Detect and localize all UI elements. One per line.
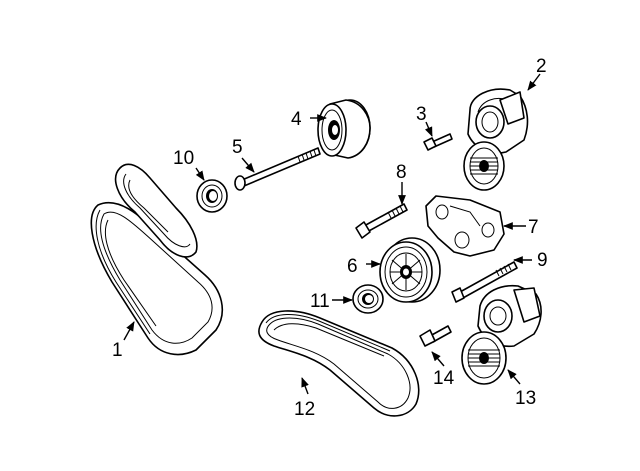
callout-4: 4 [291, 109, 302, 130]
callout-11: 11 [310, 291, 330, 312]
grooved-pulley-6 [379, 237, 441, 303]
callout-labels: 1 2 3 4 5 6 7 8 9 10 11 12 13 14 [112, 56, 548, 420]
leader-lines [123, 73, 541, 395]
long-bolt-5 [234, 147, 321, 191]
leader-12 [301, 377, 309, 395]
callout-14: 14 [433, 368, 455, 389]
serpentine-belt-small [258, 310, 420, 417]
mounting-bracket-7 [425, 195, 505, 257]
small-bolt-14 [419, 325, 452, 347]
leader-1 [123, 321, 135, 341]
callout-10: 10 [173, 148, 194, 169]
callout-8: 8 [396, 162, 407, 183]
leader-5 [241, 157, 255, 173]
callout-7: 7 [528, 217, 539, 238]
long-bolt-9 [451, 261, 518, 303]
seal-ring-11 [352, 284, 384, 314]
leader-10 [195, 167, 205, 181]
callout-12: 12 [294, 399, 315, 420]
seal-ring-10 [196, 179, 228, 213]
serpentine-belt-large [90, 163, 224, 356]
small-bolt-3 [423, 133, 453, 151]
leader-2 [527, 73, 541, 91]
callout-3: 3 [416, 104, 427, 125]
leader-13 [507, 369, 521, 385]
leader-3 [424, 121, 433, 137]
callout-5: 5 [232, 137, 243, 158]
belt-tensioner-2 [463, 88, 529, 191]
callout-9: 9 [537, 250, 548, 271]
leader-14 [431, 351, 445, 367]
belt-tensioner-13 [461, 284, 542, 385]
idler-pulley-4 [317, 99, 371, 159]
callout-6: 6 [347, 256, 358, 277]
bolt-8 [355, 203, 408, 239]
callout-1: 1 [112, 340, 123, 361]
callout-13: 13 [515, 388, 536, 409]
callout-2: 2 [536, 56, 547, 77]
